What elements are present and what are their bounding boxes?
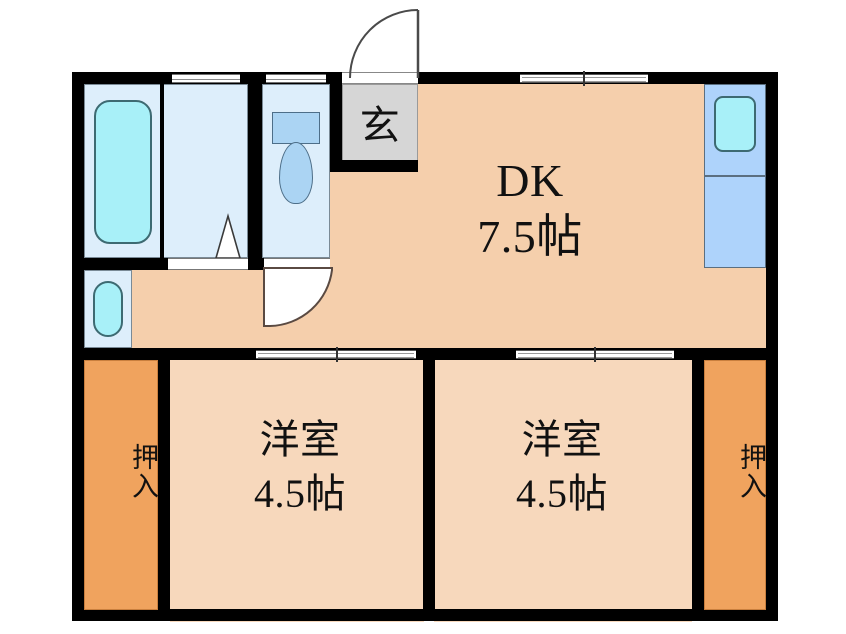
closet-left-label: 押入 [128,443,158,501]
washroom-door-icon [214,213,242,259]
closet-right [704,360,766,610]
washbasin-icon [93,281,123,337]
dk-label-line1: DK [496,155,564,206]
bathtub-icon [94,100,152,244]
bath-washroom-divider [160,84,164,258]
genkan-wall-bottom [330,160,418,172]
bedroom-divider-wall [423,348,435,621]
kitchen-lower-unit-icon [704,176,766,268]
kitchen-sink-icon [714,96,756,152]
washroom-toilet-divider [248,84,262,258]
genkan-label: 玄 [359,103,401,148]
closet-left-divider-wall [158,348,170,621]
bedroom-left-floor [170,360,424,622]
bath-window-icon[interactable] [172,74,240,83]
bedroom-left-label-line2: 4.5帖 [254,471,346,516]
dk-window-center-mullion [583,71,585,86]
bedroom-left-label-line1: 洋室 [259,417,341,462]
bedroom-right-slider-mullion [594,347,596,362]
closet-right-label: 押入 [736,443,766,501]
bedroom-left-slider-mullion [336,347,338,362]
washroom-door-opening [168,258,248,270]
outer-wall-left [72,72,84,621]
closet-left [84,360,158,610]
closet-right-divider-wall [692,348,704,621]
bedroom-right-label-line1: 洋室 [521,417,603,462]
bedroom-right-label-line2: 4.5帖 [516,471,608,516]
genkan-area [342,84,418,172]
dk-label-line2: 7.5帖 [477,211,583,262]
toilet-bowl-icon [279,142,313,204]
toilet-door-icon [263,267,333,327]
washroom [162,84,248,258]
toilet-window-icon[interactable] [266,74,326,83]
genkan-wall-right [330,84,342,172]
entrance-door-opening [342,72,418,84]
entrance-door-icon [349,9,420,79]
outer-wall-right [766,72,778,621]
bedroom-right-floor [434,360,692,622]
toilet-tank-icon [272,112,320,144]
